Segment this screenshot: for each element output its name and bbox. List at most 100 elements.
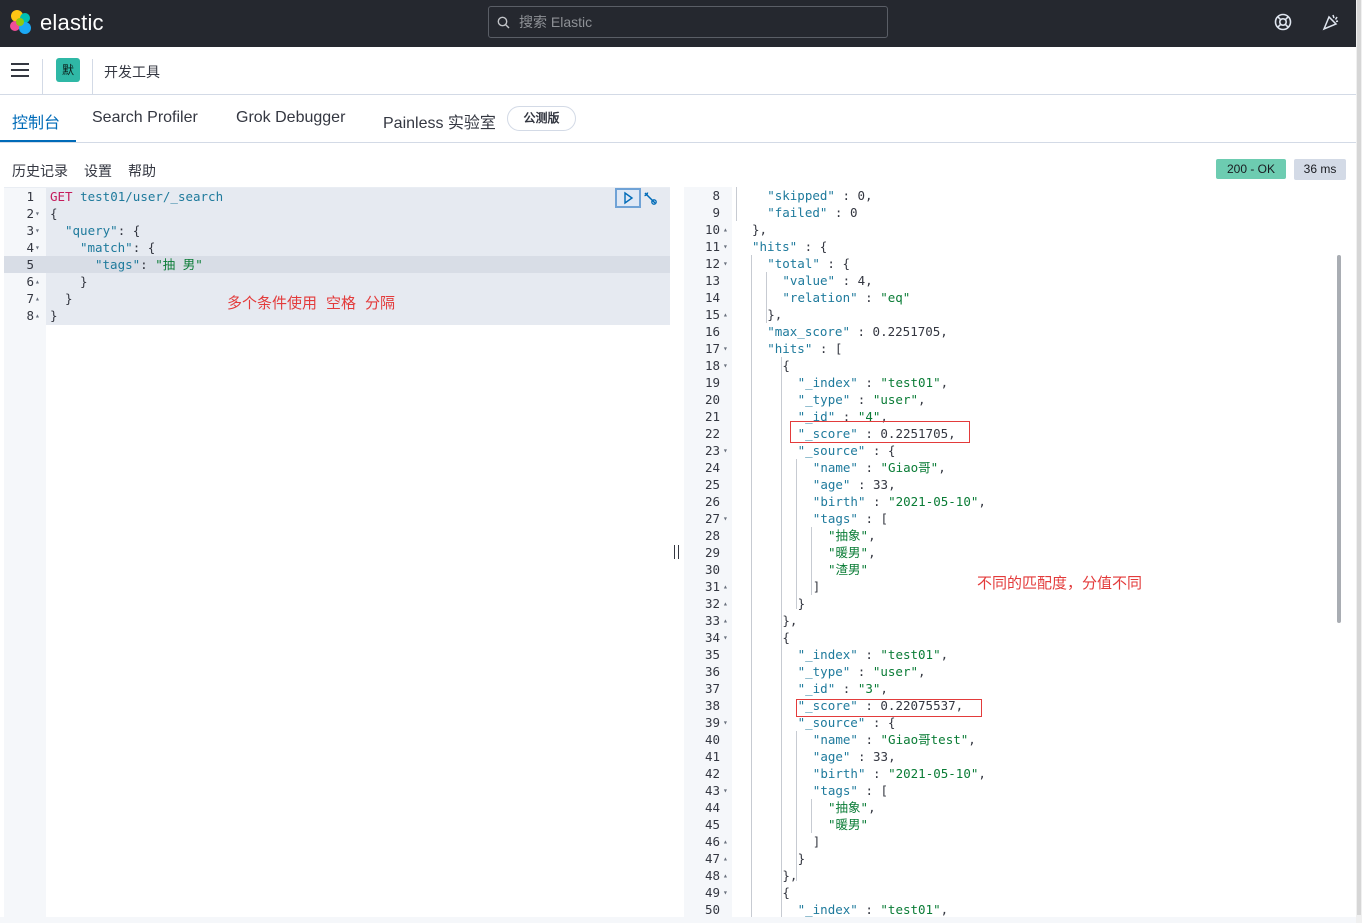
brand-name[interactable]: elastic	[40, 10, 104, 35]
code-token: "2021-05-10"	[888, 766, 979, 781]
code-token: : [	[857, 783, 889, 798]
fold-arrow-up-icon[interactable]: ▴	[35, 311, 40, 320]
tab-search-profiler[interactable]: Search Profiler	[92, 109, 198, 126]
code-token: "_id"	[797, 409, 836, 424]
code-line: 6▴}	[4, 273, 670, 290]
fold-arrow-down-icon[interactable]: ▾	[723, 259, 728, 268]
fold-arrow-down-icon[interactable]: ▾	[723, 888, 728, 897]
code-token: ,	[978, 766, 986, 781]
indent-guide	[751, 255, 752, 917]
fold-arrow-down-icon[interactable]: ▾	[723, 446, 728, 455]
code-text: },	[767, 306, 782, 323]
fold-arrow-up-icon[interactable]: ▴	[35, 294, 40, 303]
code-text: {	[782, 884, 790, 901]
breadcrumb-dev-tools: 开发工具	[104, 64, 160, 80]
line-number: 32	[704, 596, 720, 611]
fold-arrow-down-icon[interactable]: ▾	[35, 209, 40, 218]
fold-arrow-up-icon[interactable]: ▴	[723, 616, 728, 625]
resize-handle-icon[interactable]	[674, 545, 679, 559]
code-line: 28"抽象",	[684, 527, 1348, 544]
code-line: 42"birth" : "2021-05-10",	[684, 765, 1348, 782]
code-token: "relation"	[782, 290, 858, 305]
elastic-logo-icon[interactable]	[8, 9, 34, 35]
code-token: :	[857, 647, 881, 662]
code-line: 38"_score" : 0.22075537,	[684, 697, 1348, 714]
code-line: 49▾{	[684, 884, 1348, 901]
help-link[interactable]: 帮助	[128, 163, 156, 179]
code-token: {	[782, 885, 790, 900]
indent-guide	[781, 629, 782, 849]
page-scrollbar-thumb[interactable]	[1357, 0, 1361, 915]
pane-resizer[interactable]	[670, 187, 684, 917]
line-number: 27	[704, 511, 720, 526]
code-token: : 4,	[835, 273, 873, 288]
newsfeed-icon[interactable]	[1321, 12, 1341, 32]
console-toolbar: 历史记录 设置 帮助 200 - OK 36 ms	[0, 143, 1356, 187]
fold-arrow-up-icon[interactable]: ▴	[723, 599, 728, 608]
wrench-icon[interactable]	[642, 190, 658, 206]
code-token: "tags"	[812, 511, 858, 526]
code-token: "_score"	[797, 426, 858, 441]
menu-icon[interactable]	[11, 63, 29, 78]
fold-arrow-up-icon[interactable]: ▴	[723, 871, 728, 880]
code-text: "age" : 33,	[813, 748, 896, 765]
code-token: :	[140, 257, 156, 272]
line-number: 50	[704, 902, 720, 917]
code-text: GET test01/user/_search	[50, 188, 223, 205]
line-number: 17	[704, 341, 720, 356]
code-line: 14"relation" : "eq"	[684, 289, 1348, 306]
tab-console[interactable]: 控制台	[12, 115, 61, 132]
code-token: "_index"	[797, 375, 858, 390]
fold-arrow-down-icon[interactable]: ▾	[723, 242, 728, 251]
tab-grok-debugger[interactable]: Grok Debugger	[236, 109, 346, 126]
code-token: :	[857, 375, 881, 390]
fold-arrow-down-icon[interactable]: ▾	[723, 344, 728, 353]
code-token: "test01"	[880, 902, 941, 917]
code-token: "test01"	[880, 647, 941, 662]
fold-arrow-up-icon[interactable]: ▴	[723, 225, 728, 234]
fold-arrow-down-icon[interactable]: ▾	[723, 718, 728, 727]
history-link[interactable]: 历史记录	[12, 163, 68, 179]
code-token: ,	[938, 460, 946, 475]
send-request-button[interactable]	[615, 188, 641, 208]
code-token: }	[50, 308, 58, 323]
fold-arrow-down-icon[interactable]: ▾	[723, 633, 728, 642]
code-line: 17▾"hits" : [	[684, 340, 1348, 357]
code-text: "query": {	[65, 222, 140, 239]
beta-badge: 公测版	[507, 106, 576, 131]
global-search[interactable]	[488, 6, 888, 38]
code-line: 30"渣男"	[684, 561, 1348, 578]
response-scrollbar[interactable]	[1337, 255, 1341, 623]
code-text: "抽象",	[828, 527, 876, 544]
code-text: "name" : "Giao哥",	[813, 459, 946, 476]
fold-arrow-up-icon[interactable]: ▴	[723, 854, 728, 863]
code-token: "hits"	[752, 239, 798, 254]
line-number: 33	[704, 613, 720, 628]
indent-guide	[811, 527, 812, 595]
fold-arrow-up-icon[interactable]: ▴	[723, 837, 728, 846]
active-tab-indicator	[0, 140, 76, 142]
settings-link[interactable]: 设置	[84, 163, 112, 179]
fold-arrow-up-icon[interactable]: ▴	[723, 310, 728, 319]
line-number: 12	[704, 256, 720, 271]
tab-painless-lab[interactable]: Painless 实验室	[383, 115, 496, 132]
code-token: },	[782, 613, 798, 628]
code-text: "value" : 4,	[782, 272, 872, 289]
fold-arrow-down-icon[interactable]: ▾	[35, 226, 40, 235]
fold-arrow-down-icon[interactable]: ▾	[723, 361, 728, 370]
code-token: {	[782, 358, 790, 373]
fold-arrow-down-icon[interactable]: ▾	[723, 514, 728, 523]
fold-arrow-up-icon[interactable]: ▴	[723, 582, 728, 591]
code-token: : [	[857, 511, 889, 526]
fold-arrow-up-icon[interactable]: ▴	[35, 277, 40, 286]
line-number: 37	[704, 681, 720, 696]
line-number: 45	[704, 817, 720, 832]
space-avatar[interactable]: 默	[56, 58, 80, 82]
indent-guide	[796, 459, 797, 609]
search-input[interactable]	[519, 12, 879, 32]
fold-arrow-down-icon[interactable]: ▾	[723, 786, 728, 795]
help-icon[interactable]	[1273, 12, 1293, 32]
fold-arrow-down-icon[interactable]: ▾	[35, 243, 40, 252]
